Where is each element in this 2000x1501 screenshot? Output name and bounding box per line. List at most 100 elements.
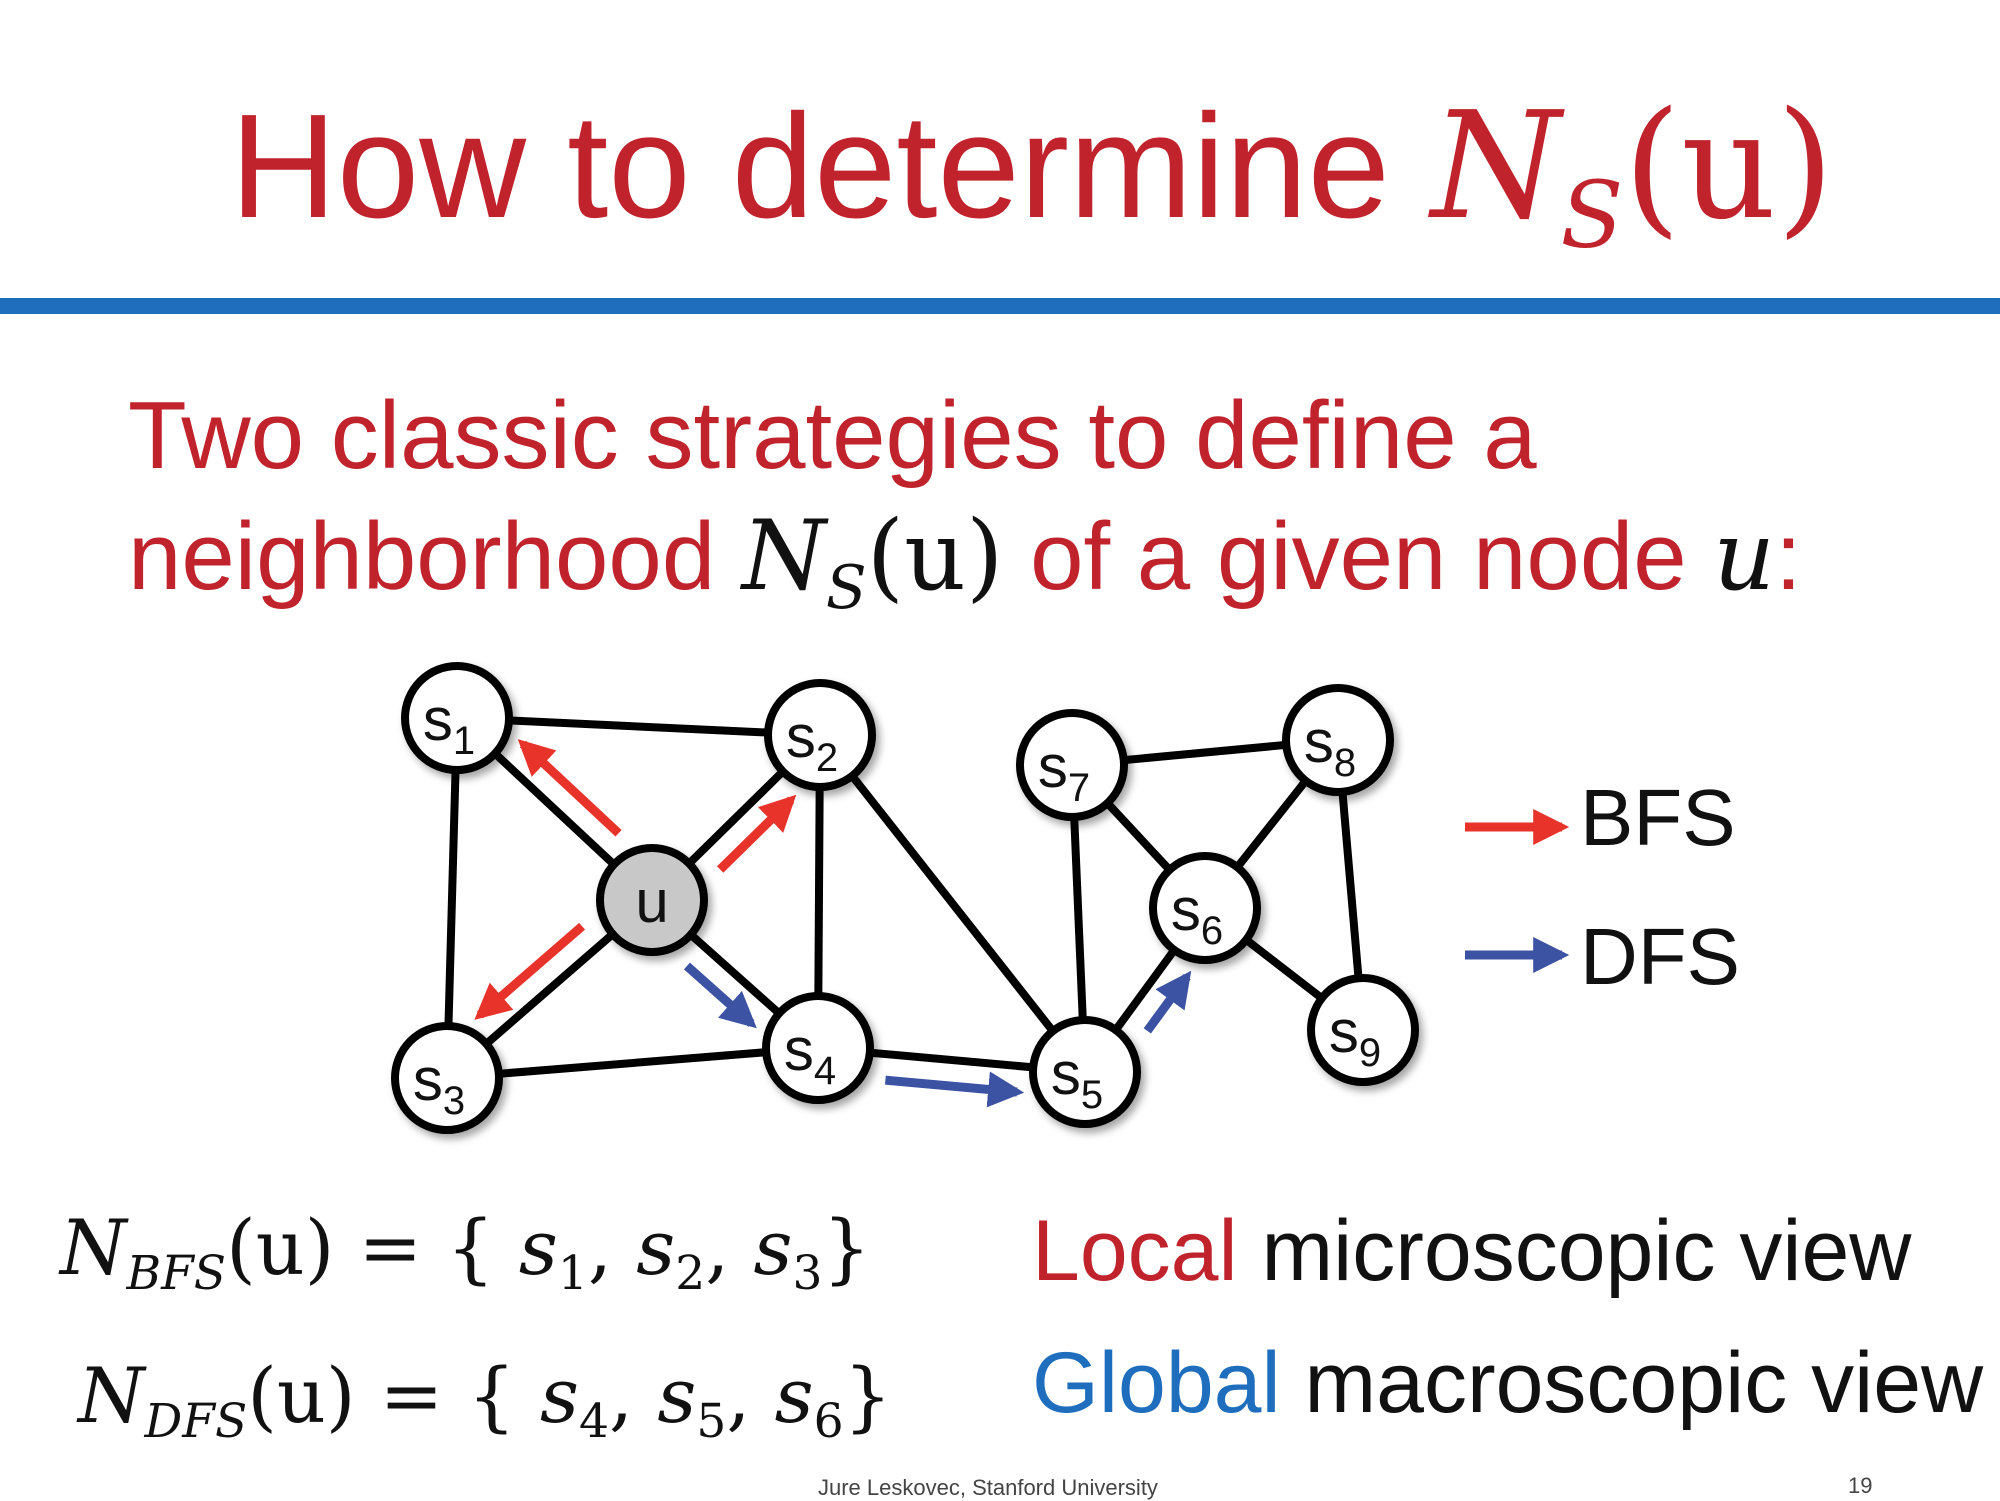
title-math-sub: S (1560, 161, 1624, 269)
node-label-s3: s3 (413, 1046, 465, 1123)
subtitle-line-2: neighborhood NS(u) of a given node u: (128, 508, 1802, 619)
eq-dfs-item-1: s (540, 1351, 580, 1440)
node-label-index-s4: 4 (814, 1049, 836, 1093)
global-rest: macroscopic view (1280, 1335, 1984, 1431)
eq-dfs-item-2-index: 5 (696, 1394, 727, 1450)
eq-bfs-item-2: s (636, 1203, 676, 1292)
node-s5: s5 (1029, 1016, 1141, 1128)
node-label-index-s7: 7 (1068, 766, 1090, 810)
eq-bfs-comma: , (587, 1203, 637, 1292)
eq-bfs-base: N (60, 1203, 127, 1292)
subtitle-math-sub: S (825, 554, 867, 624)
eq-bfs-item-2-index: 2 (675, 1246, 706, 1302)
node-circle-s1 (401, 662, 513, 774)
eq-bfs-item-3: s (753, 1203, 793, 1292)
node-u: u (596, 844, 708, 956)
eq-bfs-equals: = { (334, 1203, 519, 1292)
node-label-s2: s2 (786, 703, 838, 780)
node-s1: s1 (401, 662, 513, 774)
subtitle-math-base: N (741, 500, 826, 612)
edge-s1-s2 (456, 714, 821, 739)
node-circle-s6 (1149, 852, 1261, 964)
footer-credit: Jure Leskovec, Stanford University (818, 1475, 1158, 1500)
bfs-arrow-u-s3 (474, 922, 586, 1020)
eq-dfs-item-2: s (657, 1351, 697, 1440)
node-label-base-s2: s (786, 703, 816, 770)
eq-bfs-lhs: NBFS(u) (60, 1203, 335, 1298)
dfs-arrow-s5-s6 (1143, 970, 1192, 1034)
node-label-base-s4: s (784, 1016, 814, 1083)
subtitle-line-1: Two classic strategies to define a (128, 382, 1537, 489)
local-word: Local (1032, 1203, 1238, 1299)
node-circle-s8 (1282, 684, 1394, 796)
node-s8: s8 (1282, 684, 1394, 796)
edge-s1-s3 (443, 717, 461, 1079)
global-word: Global (1032, 1335, 1281, 1431)
node-label-u: u (635, 868, 668, 935)
subtitle-colon: : (1775, 503, 1802, 610)
eq-bfs-arg: (u) (226, 1203, 335, 1292)
eq-dfs-equals: = { (355, 1351, 540, 1440)
node-circle-s9 (1307, 974, 1419, 1086)
node-circle-s7 (1016, 709, 1128, 821)
node-label-base-s8: s (1304, 708, 1334, 775)
node-circle-s4 (762, 992, 874, 1104)
page-number: 19 (1848, 1473, 1873, 1498)
title-divider (0, 298, 2000, 314)
node-label-index-s1: 1 (453, 719, 475, 763)
node-label-s9: s9 (1329, 998, 1381, 1075)
eq-dfs-arg: (u) (247, 1351, 356, 1440)
node-s3: s3 (391, 1022, 503, 1134)
eq-dfs-base: N (78, 1351, 145, 1440)
node-label-s4: s4 (784, 1016, 836, 1093)
node-circle-s3 (391, 1022, 503, 1134)
local-view-caption: Local microscopic view (1032, 1208, 1911, 1294)
bfs-arrow-u-s2 (717, 794, 797, 873)
node-label-base-s9: s (1329, 998, 1359, 1065)
node-label-base-s1: s (423, 686, 453, 753)
node-label-base-s6: s (1171, 876, 1201, 943)
subtitle-math-arg: (u) (866, 500, 1004, 612)
node-s2: s2 (764, 679, 876, 791)
slide-title: How to determine NS(u) (230, 92, 1834, 261)
legend-bfs-label: BFS (1580, 773, 1736, 862)
node-label-index-s3: 3 (443, 1079, 465, 1123)
subtitle-text-a: neighborhood (128, 503, 742, 610)
node-label-index-s2: 2 (816, 736, 838, 780)
eq-dfs-comma: , (609, 1351, 658, 1440)
eq-bfs-comma: , (705, 1203, 754, 1292)
node-label-s7: s7 (1038, 733, 1090, 810)
local-rest: microscopic view (1237, 1203, 1912, 1299)
subtitle-node-u: u (1713, 500, 1776, 612)
node-circle-s5 (1029, 1016, 1141, 1128)
node-label-base-s5: s (1051, 1040, 1081, 1107)
node-label-index-s9: 9 (1359, 1031, 1381, 1075)
node-label-index-s6: 6 (1201, 909, 1223, 953)
node-label-base-u: u (635, 868, 668, 935)
node-circle-s2 (764, 679, 876, 791)
edge-s2-s5 (816, 732, 1089, 1075)
eq-dfs-item-3: s (774, 1351, 814, 1440)
dfs-arrow-s4-s5 (884, 1071, 1025, 1108)
global-view-caption: Global macroscopic view (1032, 1340, 1983, 1426)
eq-bfs-close: } (822, 1203, 871, 1292)
node-label-s6: s6 (1171, 876, 1223, 953)
node-label-s8: s8 (1304, 708, 1356, 785)
node-s4: s4 (762, 992, 874, 1104)
subtitle-text-b: of a given node (1003, 503, 1714, 610)
equation-bfs: NBFS(u) = { s1, s2, s3} (60, 1210, 871, 1298)
node-circle-u (596, 844, 708, 956)
edge-s3-s4 (446, 1044, 819, 1082)
legend: BFS DFS (1465, 773, 1740, 1001)
eq-bfs-item-1: s (518, 1203, 558, 1292)
node-label-s5: s5 (1051, 1040, 1103, 1117)
node-label-base-s7: s (1038, 733, 1068, 800)
eq-dfs-set: s4, s5, s6 (540, 1351, 844, 1446)
eq-dfs-item-1-index: 4 (579, 1394, 609, 1450)
equation-dfs: NDFS(u) = { s4, s5, s6} (78, 1358, 892, 1446)
node-label-index-s5: 5 (1081, 1073, 1103, 1117)
subtitle-math: NS(u) (741, 500, 1004, 618)
title-math-base: N (1430, 80, 1561, 252)
eq-bfs-item-3-index: 3 (792, 1246, 823, 1302)
